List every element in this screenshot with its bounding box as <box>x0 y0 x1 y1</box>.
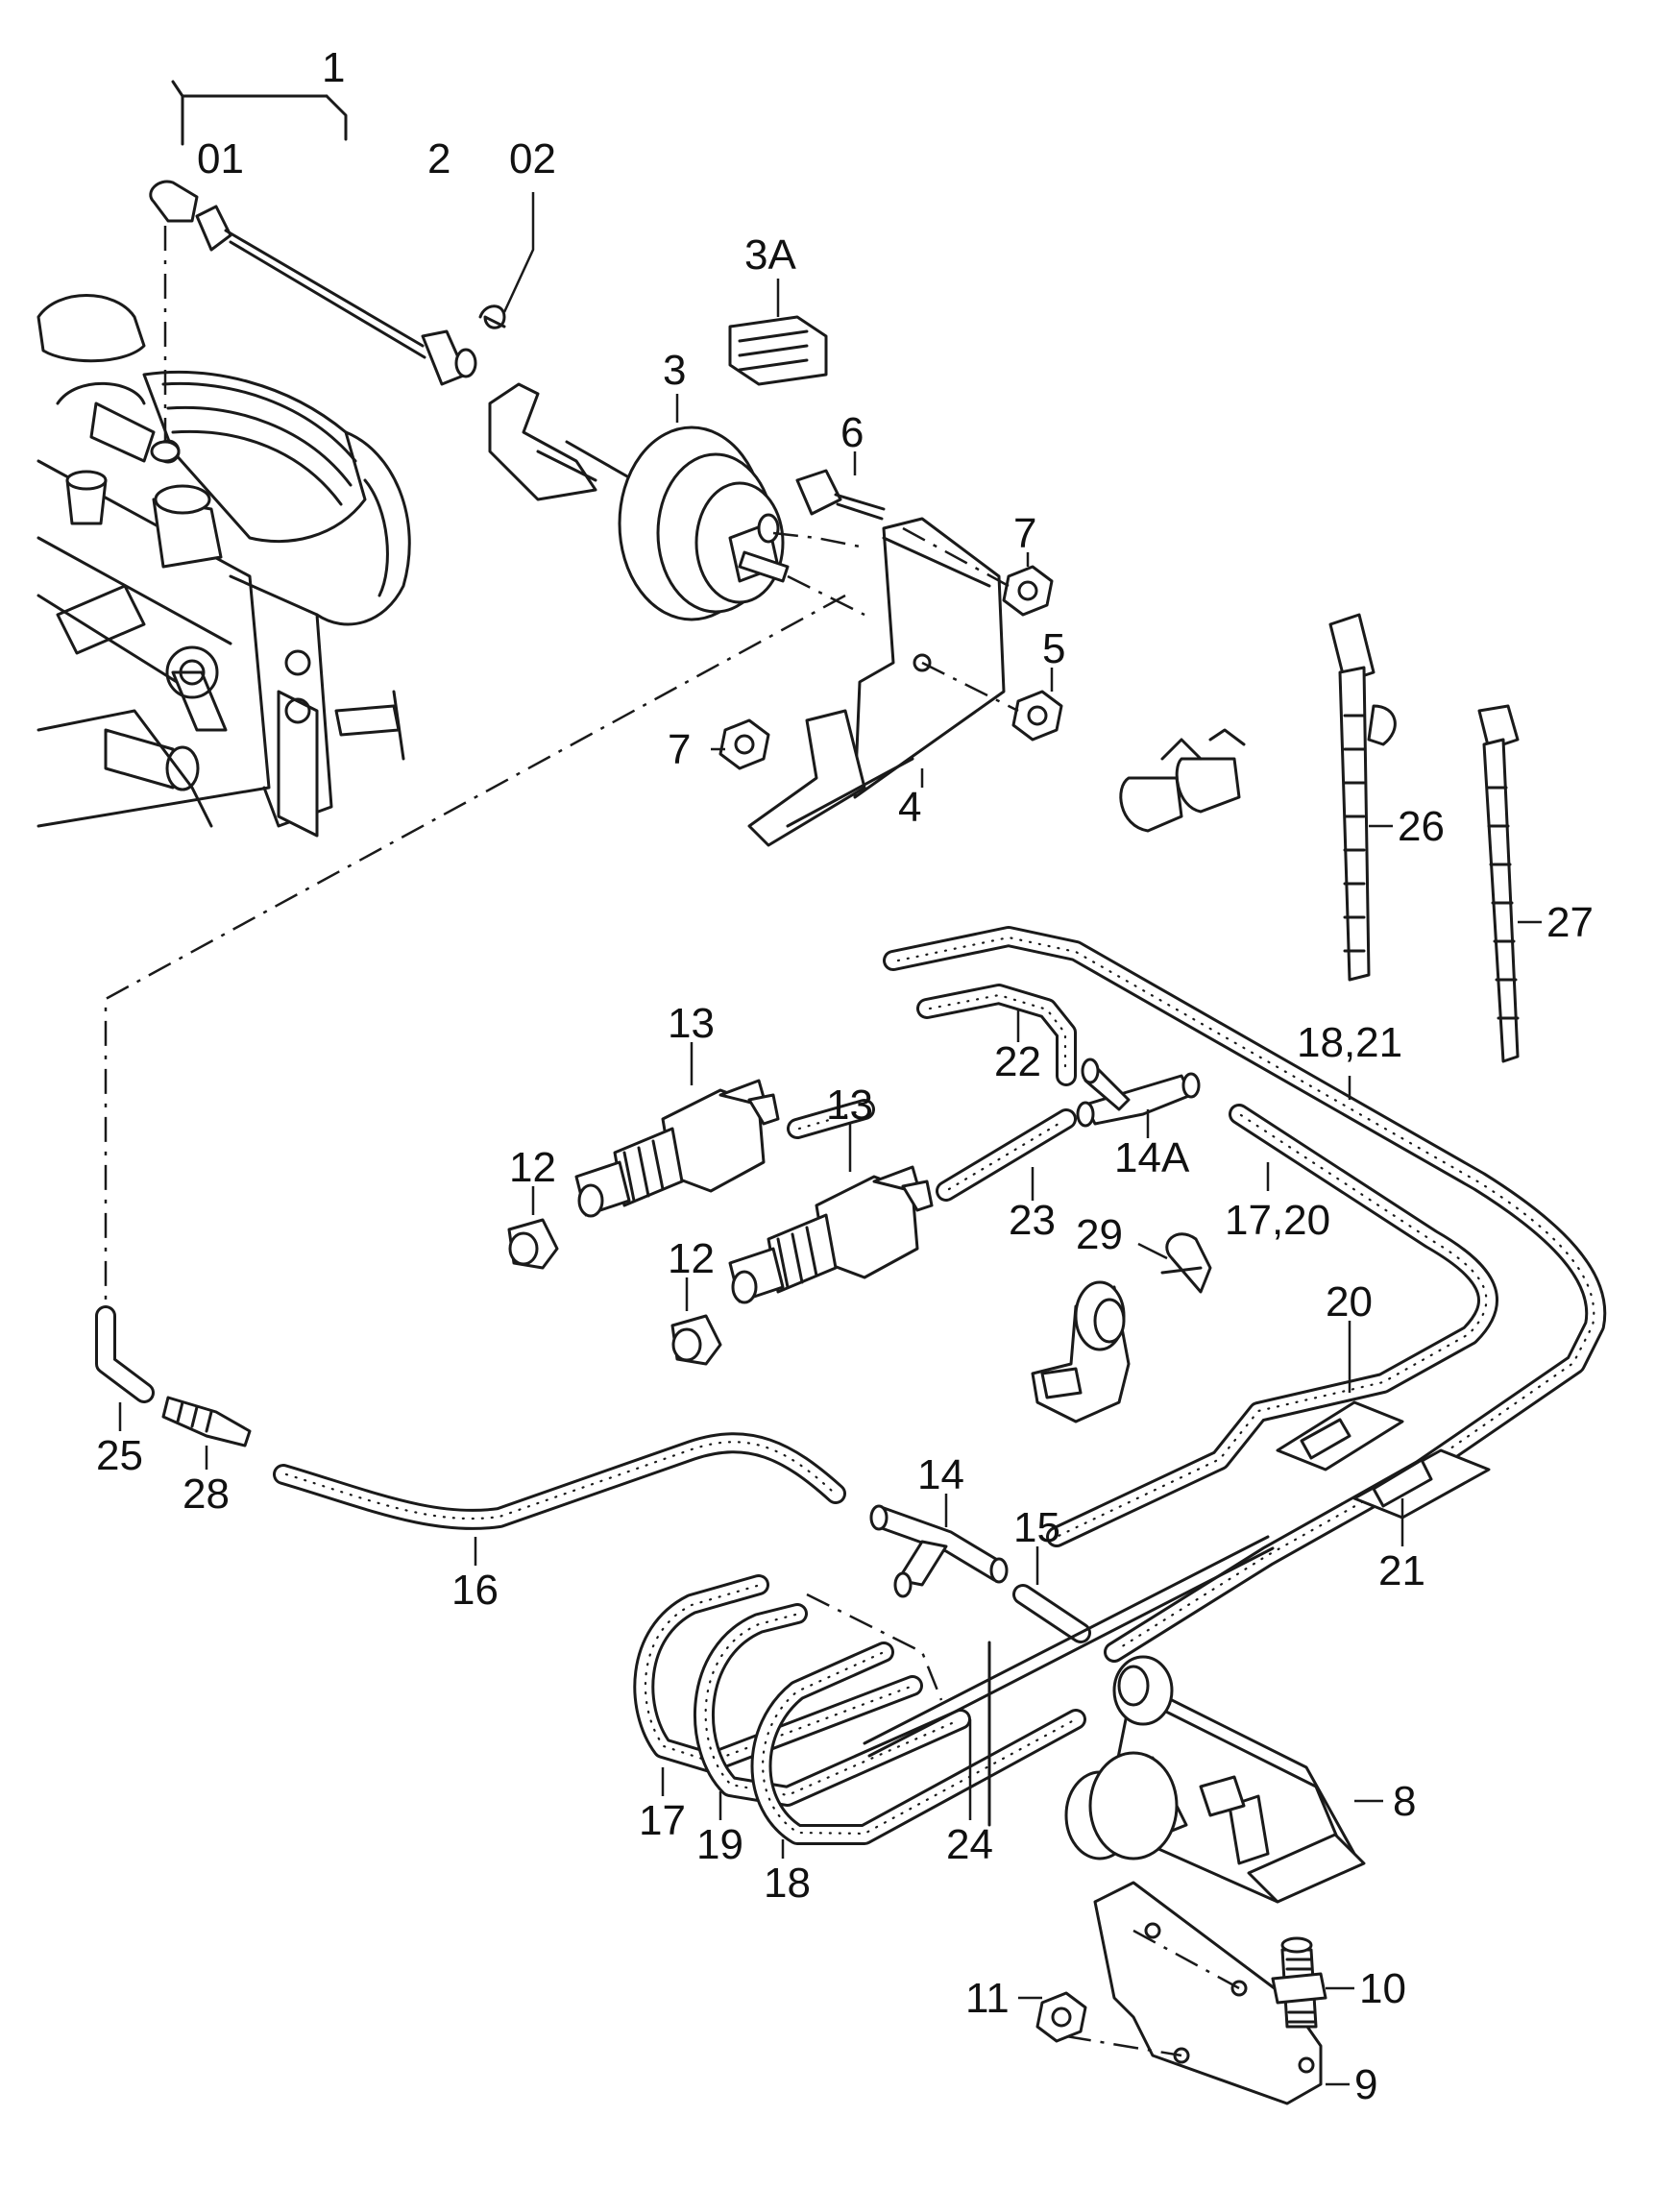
callout-13-upper: 13 <box>668 1000 715 1047</box>
callout-29: 29 <box>1076 1211 1123 1258</box>
callout-13-lower: 13 <box>826 1082 873 1129</box>
hose-loop-17-20 <box>916 984 1498 1547</box>
hose-loop-18-21 <box>883 926 1607 1663</box>
callout-12-upper: 12 <box>509 1144 556 1191</box>
callout-18: 18 <box>764 1860 811 1907</box>
bracket-4 <box>747 517 1006 847</box>
hose-holder-bracket <box>1031 1280 1131 1423</box>
vacuum-actuator-3 <box>488 382 790 621</box>
clip-holder-29 <box>1137 1232 1212 1294</box>
vacuum-pump-8 <box>1064 1655 1383 1904</box>
damper-10 <box>1271 1936 1354 2029</box>
cable-tie-26 <box>1328 613 1397 982</box>
cap-12-upper <box>507 1186 559 1270</box>
callout-27: 27 <box>1546 899 1594 946</box>
hose-segment-23 <box>936 1108 1077 1202</box>
callout-28: 28 <box>183 1471 230 1518</box>
callout-7-lower: 7 <box>668 726 691 773</box>
hose-loop-17 <box>633 1574 923 1796</box>
cap-12-lower <box>670 1277 722 1366</box>
tube-24 <box>863 1535 1275 1827</box>
t-connector-14A <box>1076 1058 1201 1138</box>
hose-clips <box>1119 728 1246 833</box>
callout-2: 2 <box>427 135 450 182</box>
callout-9: 9 <box>1354 2061 1377 2108</box>
callout-21: 21 <box>1378 1547 1425 1594</box>
hose-loop-18 <box>750 1642 1086 1859</box>
callout-15: 15 <box>1013 1504 1060 1551</box>
nut-11 <box>1018 1991 1087 2043</box>
engine-manifold-drawing <box>37 294 411 838</box>
callout-3: 3 <box>663 347 686 394</box>
sleeve-21 <box>1352 1448 1491 1546</box>
t-connector-14 <box>869 1494 1009 1598</box>
nut-5 <box>1011 668 1063 742</box>
bracket-9 <box>1065 1881 1350 2105</box>
cap-3A <box>728 279 828 386</box>
callout-17: 17 <box>639 1797 686 1844</box>
elbow-hose-25 <box>95 1305 155 1431</box>
cable-tie-27 <box>1477 704 1542 1063</box>
hose-16 <box>273 1432 846 1566</box>
callout-22: 22 <box>994 1038 1041 1085</box>
callout-23: 23 <box>1009 1197 1056 1244</box>
callout-24: 24 <box>946 1821 993 1868</box>
callout-3A: 3A <box>744 231 796 279</box>
callout-26: 26 <box>1398 803 1445 850</box>
callout-14A: 14A <box>1114 1134 1190 1181</box>
nut-7-upper <box>1002 552 1054 617</box>
callout-25: 25 <box>96 1432 143 1479</box>
bolt-6 <box>795 451 886 521</box>
callout-14: 14 <box>917 1451 964 1498</box>
callout-01: 01 <box>197 135 244 182</box>
callout-7-upper: 7 <box>1013 510 1036 557</box>
hose-segment-15 <box>1012 1546 1091 1643</box>
nut-7-lower <box>711 718 770 770</box>
callout-18-21: 18,21 <box>1297 1019 1402 1066</box>
solenoid-valve-13-upper <box>574 1042 780 1218</box>
callout-4: 4 <box>898 784 921 831</box>
clip-02 <box>478 192 535 329</box>
connector-28 <box>161 1396 252 1470</box>
vacuum-linkage-rod <box>149 80 477 463</box>
callout-20: 20 <box>1326 1278 1373 1326</box>
callout-1: 1 <box>322 44 345 91</box>
callout-6: 6 <box>840 409 864 456</box>
sleeve-20 <box>1276 1321 1404 1471</box>
solenoid-valve-13-lower <box>728 1124 934 1304</box>
callout-02: 02 <box>509 135 556 182</box>
callout-5: 5 <box>1042 625 1065 672</box>
callout-16: 16 <box>451 1567 499 1614</box>
callout-8: 8 <box>1393 1778 1416 1825</box>
callout-11: 11 <box>965 1975 1010 2022</box>
callout-10: 10 <box>1359 1965 1406 2012</box>
callout-19: 19 <box>696 1821 743 1868</box>
callout-12-lower: 12 <box>668 1235 715 1282</box>
callout-17-20: 17,20 <box>1225 1197 1330 1244</box>
hose-loop-19 <box>693 1603 971 1820</box>
